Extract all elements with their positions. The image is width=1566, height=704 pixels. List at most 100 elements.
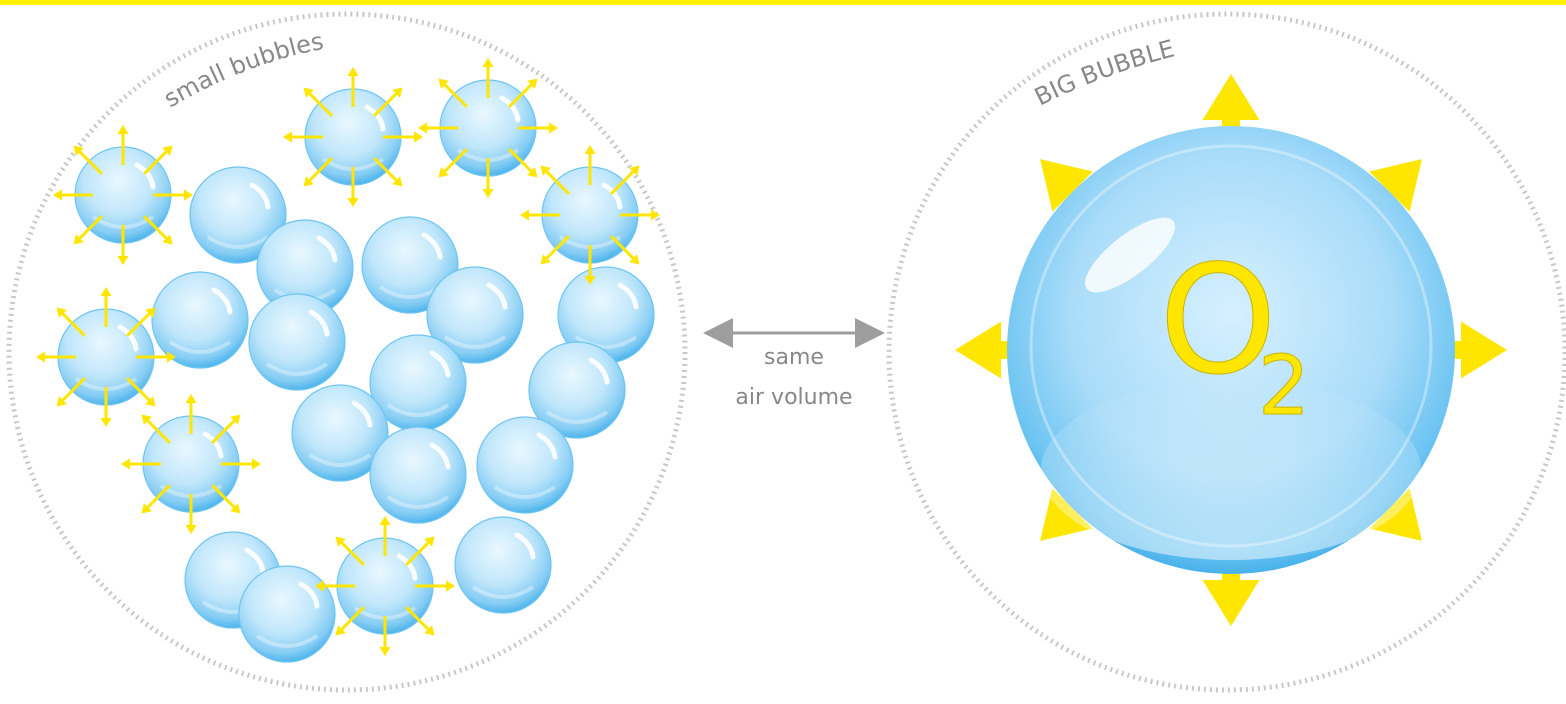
bubble-shine	[601, 182, 623, 210]
arrow-shaft	[340, 606, 365, 631]
arrow-head	[1369, 159, 1422, 212]
arrow-head	[347, 198, 359, 207]
arrow-shaft	[373, 157, 398, 182]
arrow-head	[1461, 321, 1507, 379]
bubble-icon	[476, 416, 574, 514]
arrow-head	[347, 67, 359, 76]
bubble-icon	[291, 384, 389, 482]
bubble-icon	[557, 266, 655, 364]
big-bubble-title: BIG BUBBLE	[1030, 34, 1177, 111]
arrow-icon	[303, 87, 333, 117]
arrow-shaft	[340, 541, 365, 566]
bubble-rim	[386, 403, 450, 417]
bubble-shine	[514, 532, 536, 560]
arrow-shaft	[78, 215, 103, 240]
bubble-shine	[298, 581, 320, 609]
arrow-head	[438, 78, 449, 89]
bubble-icon	[151, 271, 249, 369]
bubble-shine	[429, 442, 451, 470]
arrow-icon	[405, 606, 435, 636]
arrow-head	[584, 145, 596, 154]
bubble-rim	[574, 335, 638, 349]
arrow-head	[56, 307, 67, 318]
bubble-icon	[238, 565, 336, 663]
arrow-icon	[185, 494, 197, 534]
arrow-icon	[211, 414, 241, 444]
arrow-icon	[335, 536, 365, 566]
bubble-shine	[316, 235, 338, 263]
arrow-head	[56, 396, 67, 407]
arrow-head	[230, 503, 241, 514]
arrow-head	[549, 122, 558, 134]
gas-subscript: 2	[1258, 339, 1310, 434]
arrow-head	[167, 351, 176, 363]
arrow-icon	[283, 131, 323, 143]
arrow-head	[117, 256, 129, 265]
arrow-icon	[73, 215, 103, 245]
arrow-head	[315, 580, 324, 592]
arrow-shaft	[146, 484, 171, 509]
arrow-icon	[126, 377, 156, 407]
bubble-highlight	[1084, 217, 1176, 293]
arrow-head	[584, 276, 596, 285]
arrow-head	[629, 165, 640, 176]
small-bubbles-title-text: small bubbles	[159, 27, 326, 113]
arrow-icon	[117, 125, 129, 165]
arrow-icon	[117, 225, 129, 265]
arrow-shaft	[373, 92, 398, 117]
arrow-shaft	[443, 148, 468, 173]
arrow-head	[527, 167, 538, 178]
arrow-head	[36, 351, 45, 363]
arrow-head	[482, 189, 494, 198]
arrow-shaft	[61, 312, 86, 337]
arrow-icon	[482, 158, 494, 198]
arrow-icon	[584, 145, 596, 185]
arrow-icon	[221, 458, 261, 470]
expanding-bubble	[315, 516, 455, 656]
bubble-shine	[308, 309, 330, 337]
arrow-head	[145, 307, 156, 318]
arrow-icon	[143, 215, 173, 245]
arrow-icon	[584, 245, 596, 285]
arrow-head	[335, 625, 346, 636]
small-bubbles-group	[36, 58, 660, 663]
bubble-icon	[426, 266, 524, 364]
arrow-icon	[405, 536, 435, 566]
bubble-shine	[396, 553, 418, 581]
arrow-head	[162, 234, 173, 245]
arrow-icon	[418, 122, 458, 134]
arrow-head	[283, 131, 292, 143]
arrow-icon	[620, 209, 660, 221]
bubble-rim	[265, 362, 329, 376]
arrow-icon	[373, 157, 403, 187]
bubble-shine	[429, 350, 451, 378]
arrow-icon	[136, 351, 176, 363]
bubble-shine	[351, 400, 373, 428]
arrow-icon	[520, 209, 560, 221]
bubble-bottom-glow	[1041, 380, 1421, 560]
arrow-head	[1202, 74, 1260, 120]
big-bubble: O 2	[955, 74, 1507, 626]
arrow-shaft	[126, 312, 151, 337]
arrow-head	[117, 125, 129, 134]
arrow-head	[438, 167, 449, 178]
arrow-head	[184, 189, 193, 201]
expanding-bubble	[283, 67, 423, 207]
arrow-head	[527, 78, 538, 89]
arrow-head	[100, 287, 112, 296]
bubble-shine	[117, 324, 139, 352]
arrow-head	[303, 176, 314, 187]
arrow-shaft	[443, 83, 468, 108]
bubble-shine	[244, 547, 266, 575]
arrow-head	[145, 396, 156, 407]
big-bubble-title-text: BIG BUBBLE	[1030, 34, 1177, 111]
comparison-label-line1: same	[764, 345, 824, 370]
arrow-head	[540, 165, 551, 176]
arrow-icon	[56, 377, 86, 407]
bubble-icon	[528, 341, 626, 439]
bubble-shine	[421, 232, 443, 260]
small-bubbles-container	[6, 11, 688, 693]
arrow-icon	[100, 387, 112, 427]
arrow-head	[446, 580, 455, 592]
arrow-head	[418, 122, 427, 134]
